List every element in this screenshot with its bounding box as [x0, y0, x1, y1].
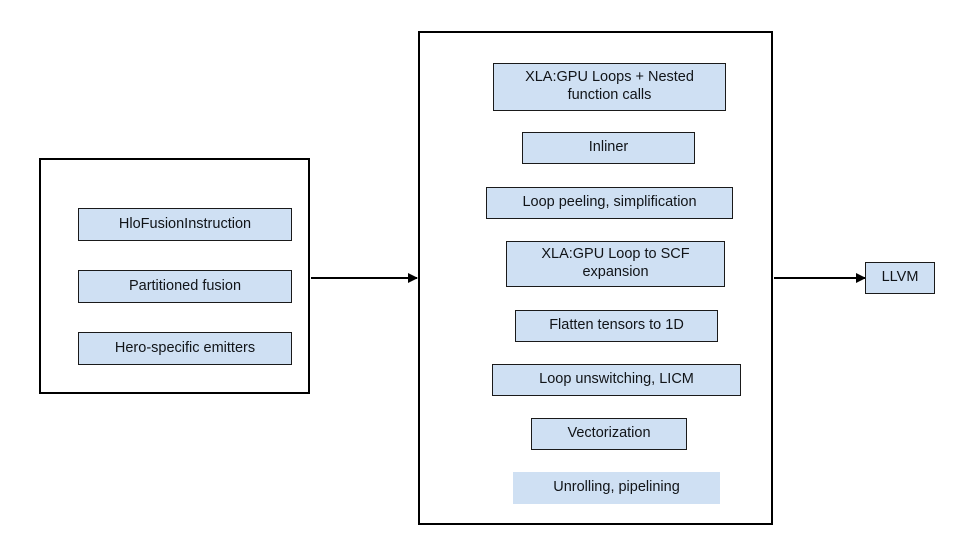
arrow-right-panel-to-llvm: [774, 277, 865, 279]
step-hero-specific-emitters[interactable]: Hero-specific emitters: [78, 332, 292, 365]
step-loop-unswitching-licm[interactable]: Loop unswitching, LICM: [492, 364, 741, 396]
step-xla-gpu-loops-nested-function-calls[interactable]: XLA:GPU Loops + Nested function calls: [493, 63, 726, 111]
step-unrolling-pipelining[interactable]: Unrolling, pipelining: [513, 472, 720, 504]
step-hlo-fusion-instruction[interactable]: HloFusionInstruction: [78, 208, 292, 241]
arrow-left-panel-to-right-panel: [311, 277, 417, 279]
llvm-output-box[interactable]: LLVM: [865, 262, 935, 294]
step-flatten-tensors-to-1d[interactable]: Flatten tensors to 1D: [515, 310, 718, 342]
step-loop-peeling-simplification[interactable]: Loop peeling, simplification: [486, 187, 733, 219]
step-partitioned-fusion[interactable]: Partitioned fusion: [78, 270, 292, 303]
step-inliner[interactable]: Inliner: [522, 132, 695, 164]
step-xla-gpu-loop-to-scf-expansion[interactable]: XLA:GPU Loop to SCF expansion: [506, 241, 725, 287]
step-vectorization[interactable]: Vectorization: [531, 418, 687, 450]
